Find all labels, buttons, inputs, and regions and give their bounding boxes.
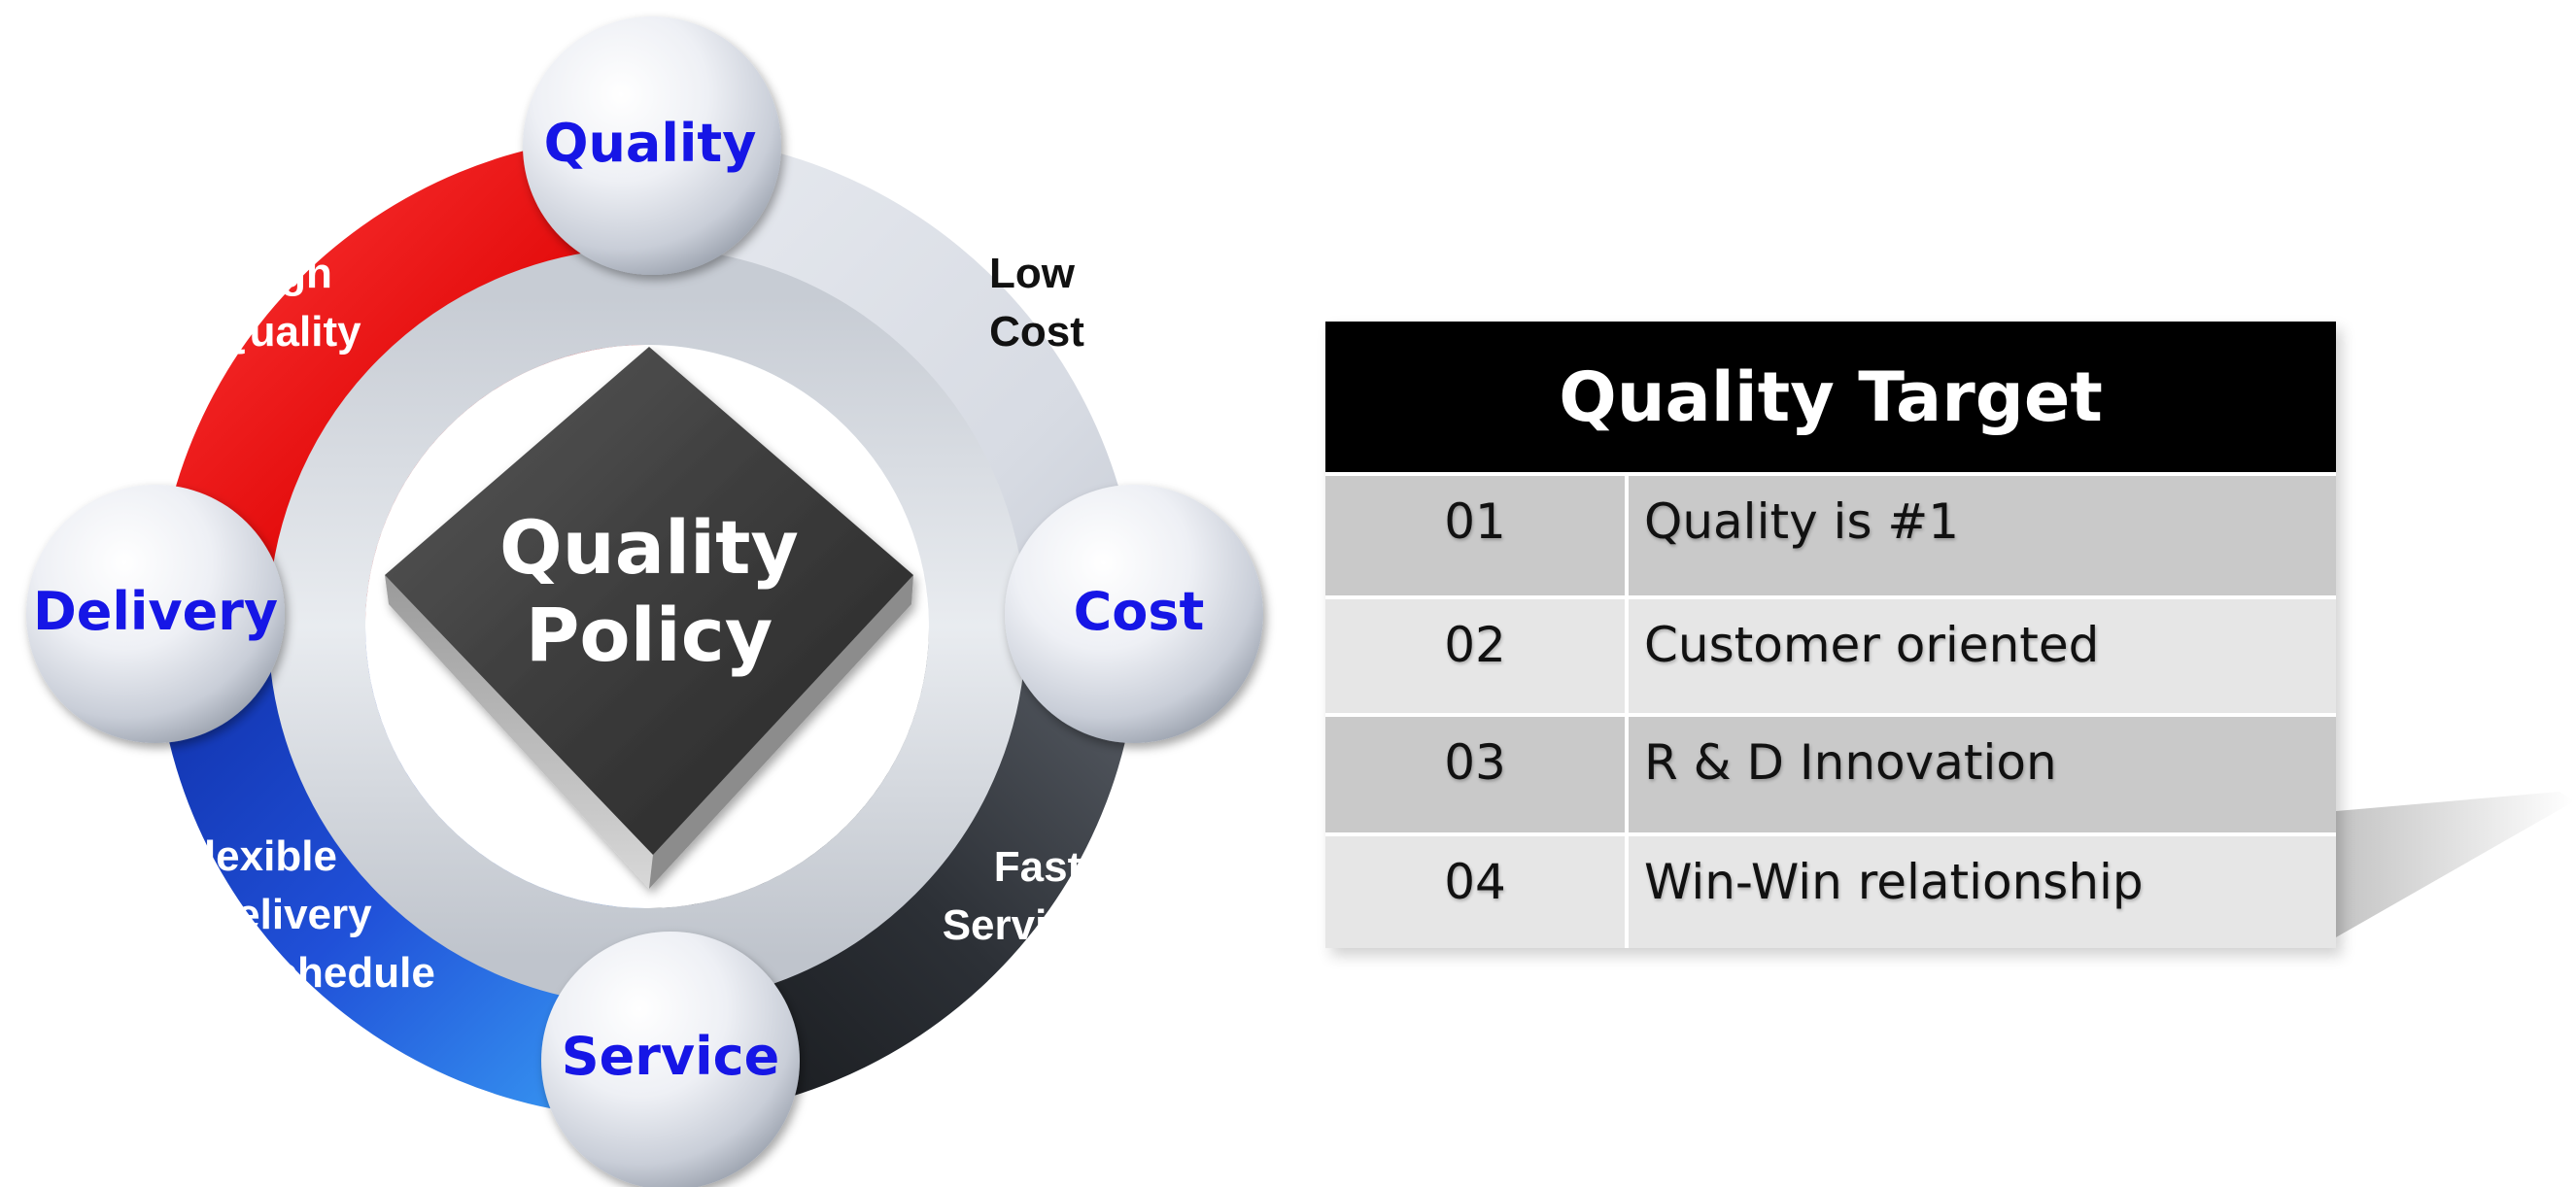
segment-label-flexible-3: Schedule bbox=[245, 949, 435, 997]
row-number: 03 bbox=[1325, 713, 1629, 834]
center-cube bbox=[385, 347, 913, 889]
segment-label-high-quality-1: High bbox=[237, 250, 332, 297]
segment-label-flexible-1: Flexible bbox=[178, 832, 337, 880]
segment-label-high-quality-2: Quality bbox=[216, 308, 361, 356]
table-row: 04 Win-Win relationship bbox=[1325, 832, 2336, 948]
node-quality: Quality bbox=[523, 17, 781, 275]
node-delivery: Delivery bbox=[26, 485, 285, 743]
row-text: Win-Win relationship bbox=[1627, 832, 2336, 948]
node-quality-label: Quality bbox=[544, 113, 757, 174]
segment-label-low-cost-1: Low bbox=[989, 250, 1076, 297]
table-row: 01 Quality is #1 bbox=[1325, 472, 2336, 597]
table-row: 02 Customer oriented bbox=[1325, 595, 2336, 715]
center-title-line1: Quality bbox=[499, 504, 799, 591]
segment-label-flexible-2: Delivery bbox=[205, 891, 372, 938]
row-text: Customer oriented bbox=[1627, 595, 2336, 715]
node-service: Service bbox=[541, 932, 800, 1187]
row-number: 01 bbox=[1325, 472, 1629, 597]
center-title-line2: Policy bbox=[526, 592, 773, 678]
row-number: 04 bbox=[1325, 832, 1629, 948]
quality-target-table: Quality Target 01 Quality is #1 02 Custo… bbox=[1325, 322, 2336, 948]
table-row: 03 R & D Innovation bbox=[1325, 713, 2336, 834]
row-text: Quality is #1 bbox=[1627, 472, 2336, 597]
quality-policy-ring-diagram: Quality Policy High Quality Low Cost Fas… bbox=[26, 17, 1263, 1187]
node-cost: Cost bbox=[1005, 485, 1263, 743]
segment-label-fast-service-1: Fast bbox=[994, 843, 1082, 891]
row-text: R & D Innovation bbox=[1627, 713, 2336, 834]
node-cost-label: Cost bbox=[1074, 581, 1205, 642]
segment-label-low-cost-2: Cost bbox=[989, 308, 1084, 356]
table-title: Quality Target bbox=[1325, 322, 2336, 474]
node-delivery-label: Delivery bbox=[33, 581, 278, 642]
segment-label-fast-service-2: Service bbox=[943, 901, 1095, 949]
table-cast-shadow bbox=[2336, 792, 2574, 937]
node-service-label: Service bbox=[562, 1026, 780, 1087]
row-number: 02 bbox=[1325, 595, 1629, 715]
